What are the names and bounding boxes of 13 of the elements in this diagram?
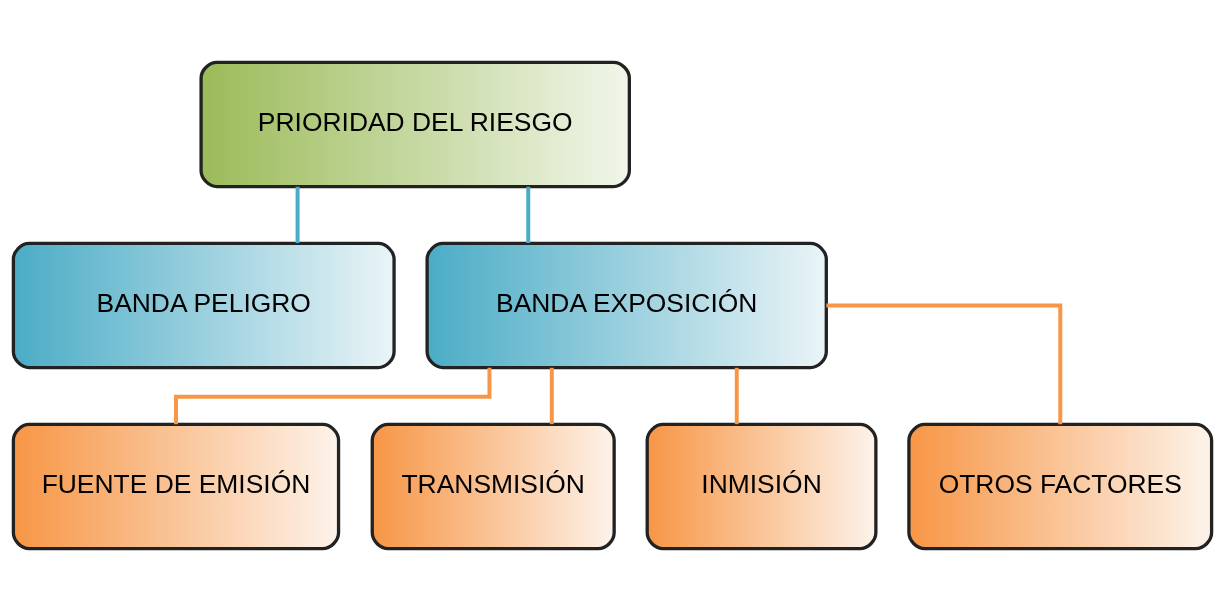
node-box: FUENTE DE EMISIÓN	[11, 422, 341, 551]
connector	[826, 303, 1063, 425]
node-box: PRIORIDAD DEL RIESGO	[199, 60, 631, 189]
node-box: INMISIÓN	[645, 422, 878, 551]
node-box: TRANSMISIÓN	[370, 422, 616, 551]
connector	[549, 367, 554, 425]
connector	[295, 186, 300, 244]
node-box: BANDA EXPOSICIÓN	[425, 241, 828, 370]
connector	[174, 367, 492, 425]
node-box: OTROS FACTORES	[907, 422, 1214, 551]
node-box: BANDA PELIGRO	[11, 241, 396, 370]
connector	[526, 186, 531, 244]
connector	[734, 367, 739, 425]
